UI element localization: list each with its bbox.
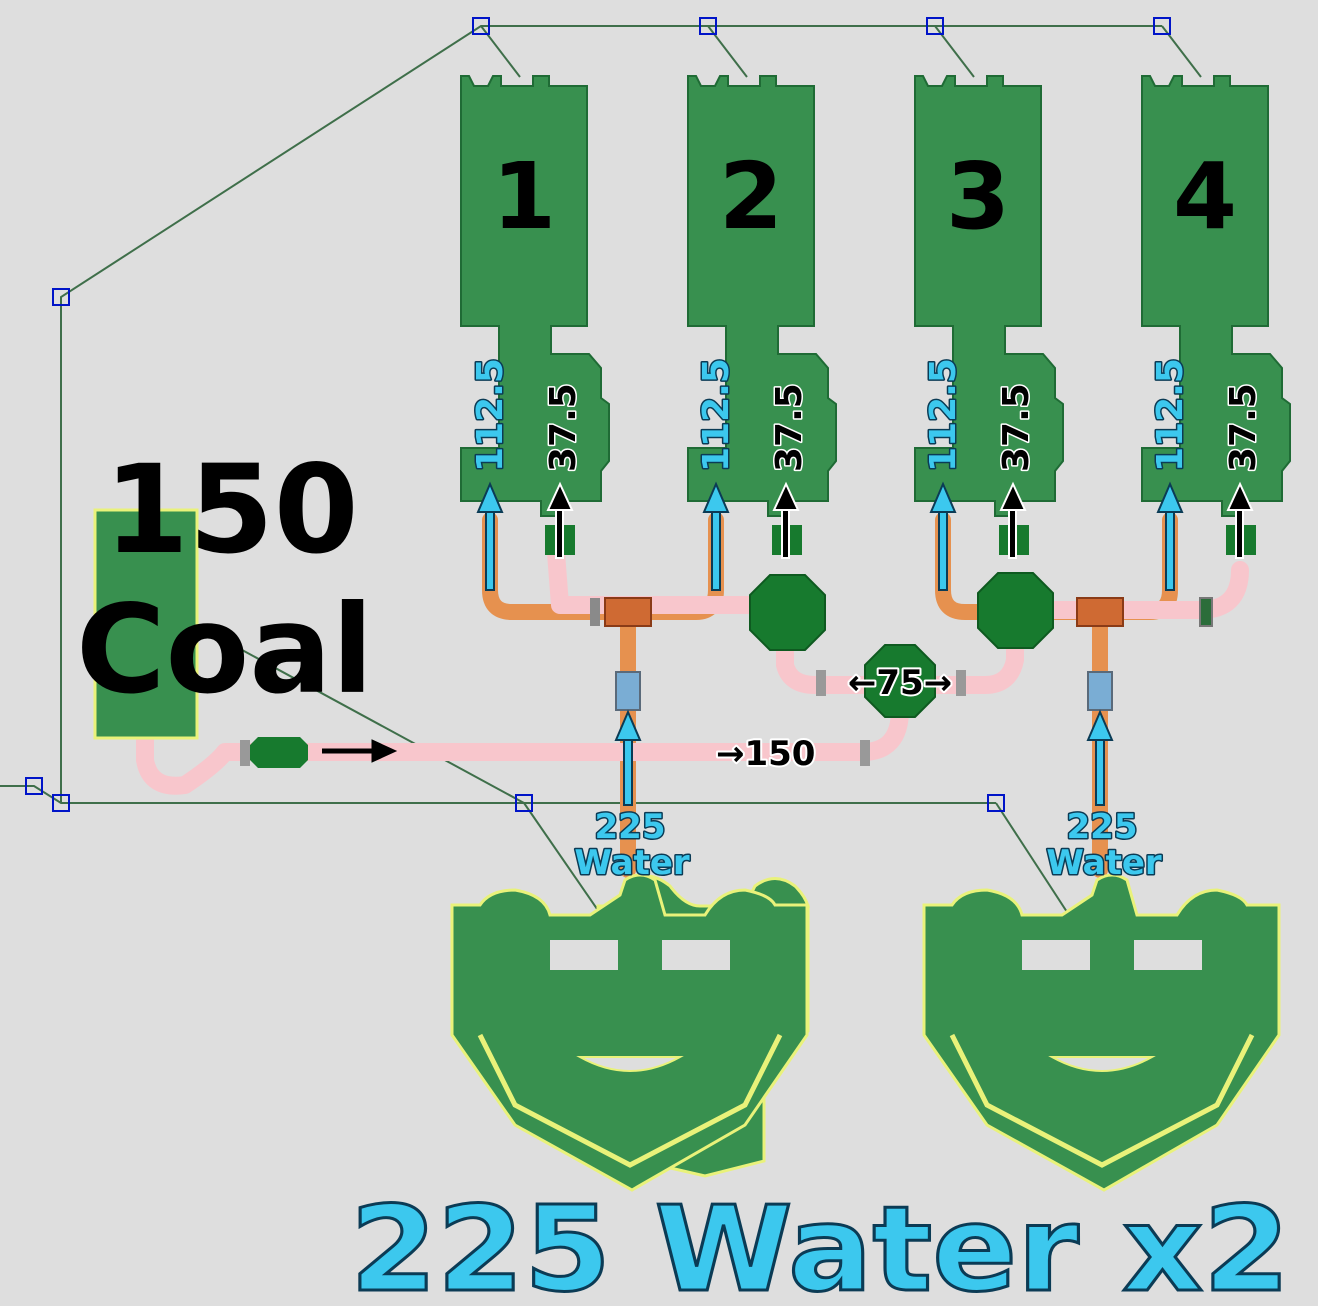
generator-1-label: 1 bbox=[492, 143, 556, 250]
coal-pump bbox=[250, 737, 308, 768]
intake-nodes bbox=[545, 525, 1256, 555]
gen-2-water-rate: 112.5 bbox=[696, 358, 737, 472]
power-poles bbox=[25, 17, 1171, 812]
coal-arrow bbox=[322, 739, 398, 763]
gen-2-steam-rate: 37.5 bbox=[769, 383, 810, 472]
gen-1-steam-rate: 37.5 bbox=[543, 383, 584, 472]
main-pipe-flow: →150 bbox=[716, 734, 815, 774]
generator-2-label: 2 bbox=[719, 143, 783, 250]
pump-1-label: Water bbox=[574, 843, 690, 883]
offshore-pump-2-body[interactable] bbox=[922, 873, 1281, 1192]
pump-1-amount: 225 bbox=[595, 807, 666, 847]
footer-title: 225 Water x2 bbox=[350, 1180, 1290, 1306]
gen-3-water-rate: 112.5 bbox=[923, 358, 964, 472]
steam-splitters bbox=[749, 572, 1054, 718]
gen-3-steam-rate: 37.5 bbox=[996, 383, 1037, 472]
generator-3-label: 3 bbox=[946, 143, 1010, 250]
steam-arrows bbox=[546, 481, 1253, 559]
generator-4-label: 4 bbox=[1173, 143, 1237, 250]
coal-amount: 150 bbox=[104, 439, 359, 581]
pump-2-label: Water bbox=[1046, 843, 1162, 883]
coal-storage[interactable] bbox=[93, 508, 199, 740]
water-arrows bbox=[476, 481, 1183, 806]
coal-label: Coal bbox=[76, 579, 374, 721]
generator-1[interactable] bbox=[460, 75, 610, 517]
gen-1-water-rate: 112.5 bbox=[470, 358, 511, 472]
pipe-junctions bbox=[240, 597, 1213, 766]
gen-4-water-rate: 112.5 bbox=[1150, 358, 1191, 472]
offshore-pump-1-body[interactable] bbox=[450, 873, 809, 1192]
generator-group bbox=[460, 75, 1291, 517]
pump-2-amount: 225 bbox=[1067, 807, 1138, 847]
split-flow: ←75→ bbox=[848, 663, 952, 703]
gen-4-steam-rate: 37.5 bbox=[1223, 383, 1264, 472]
